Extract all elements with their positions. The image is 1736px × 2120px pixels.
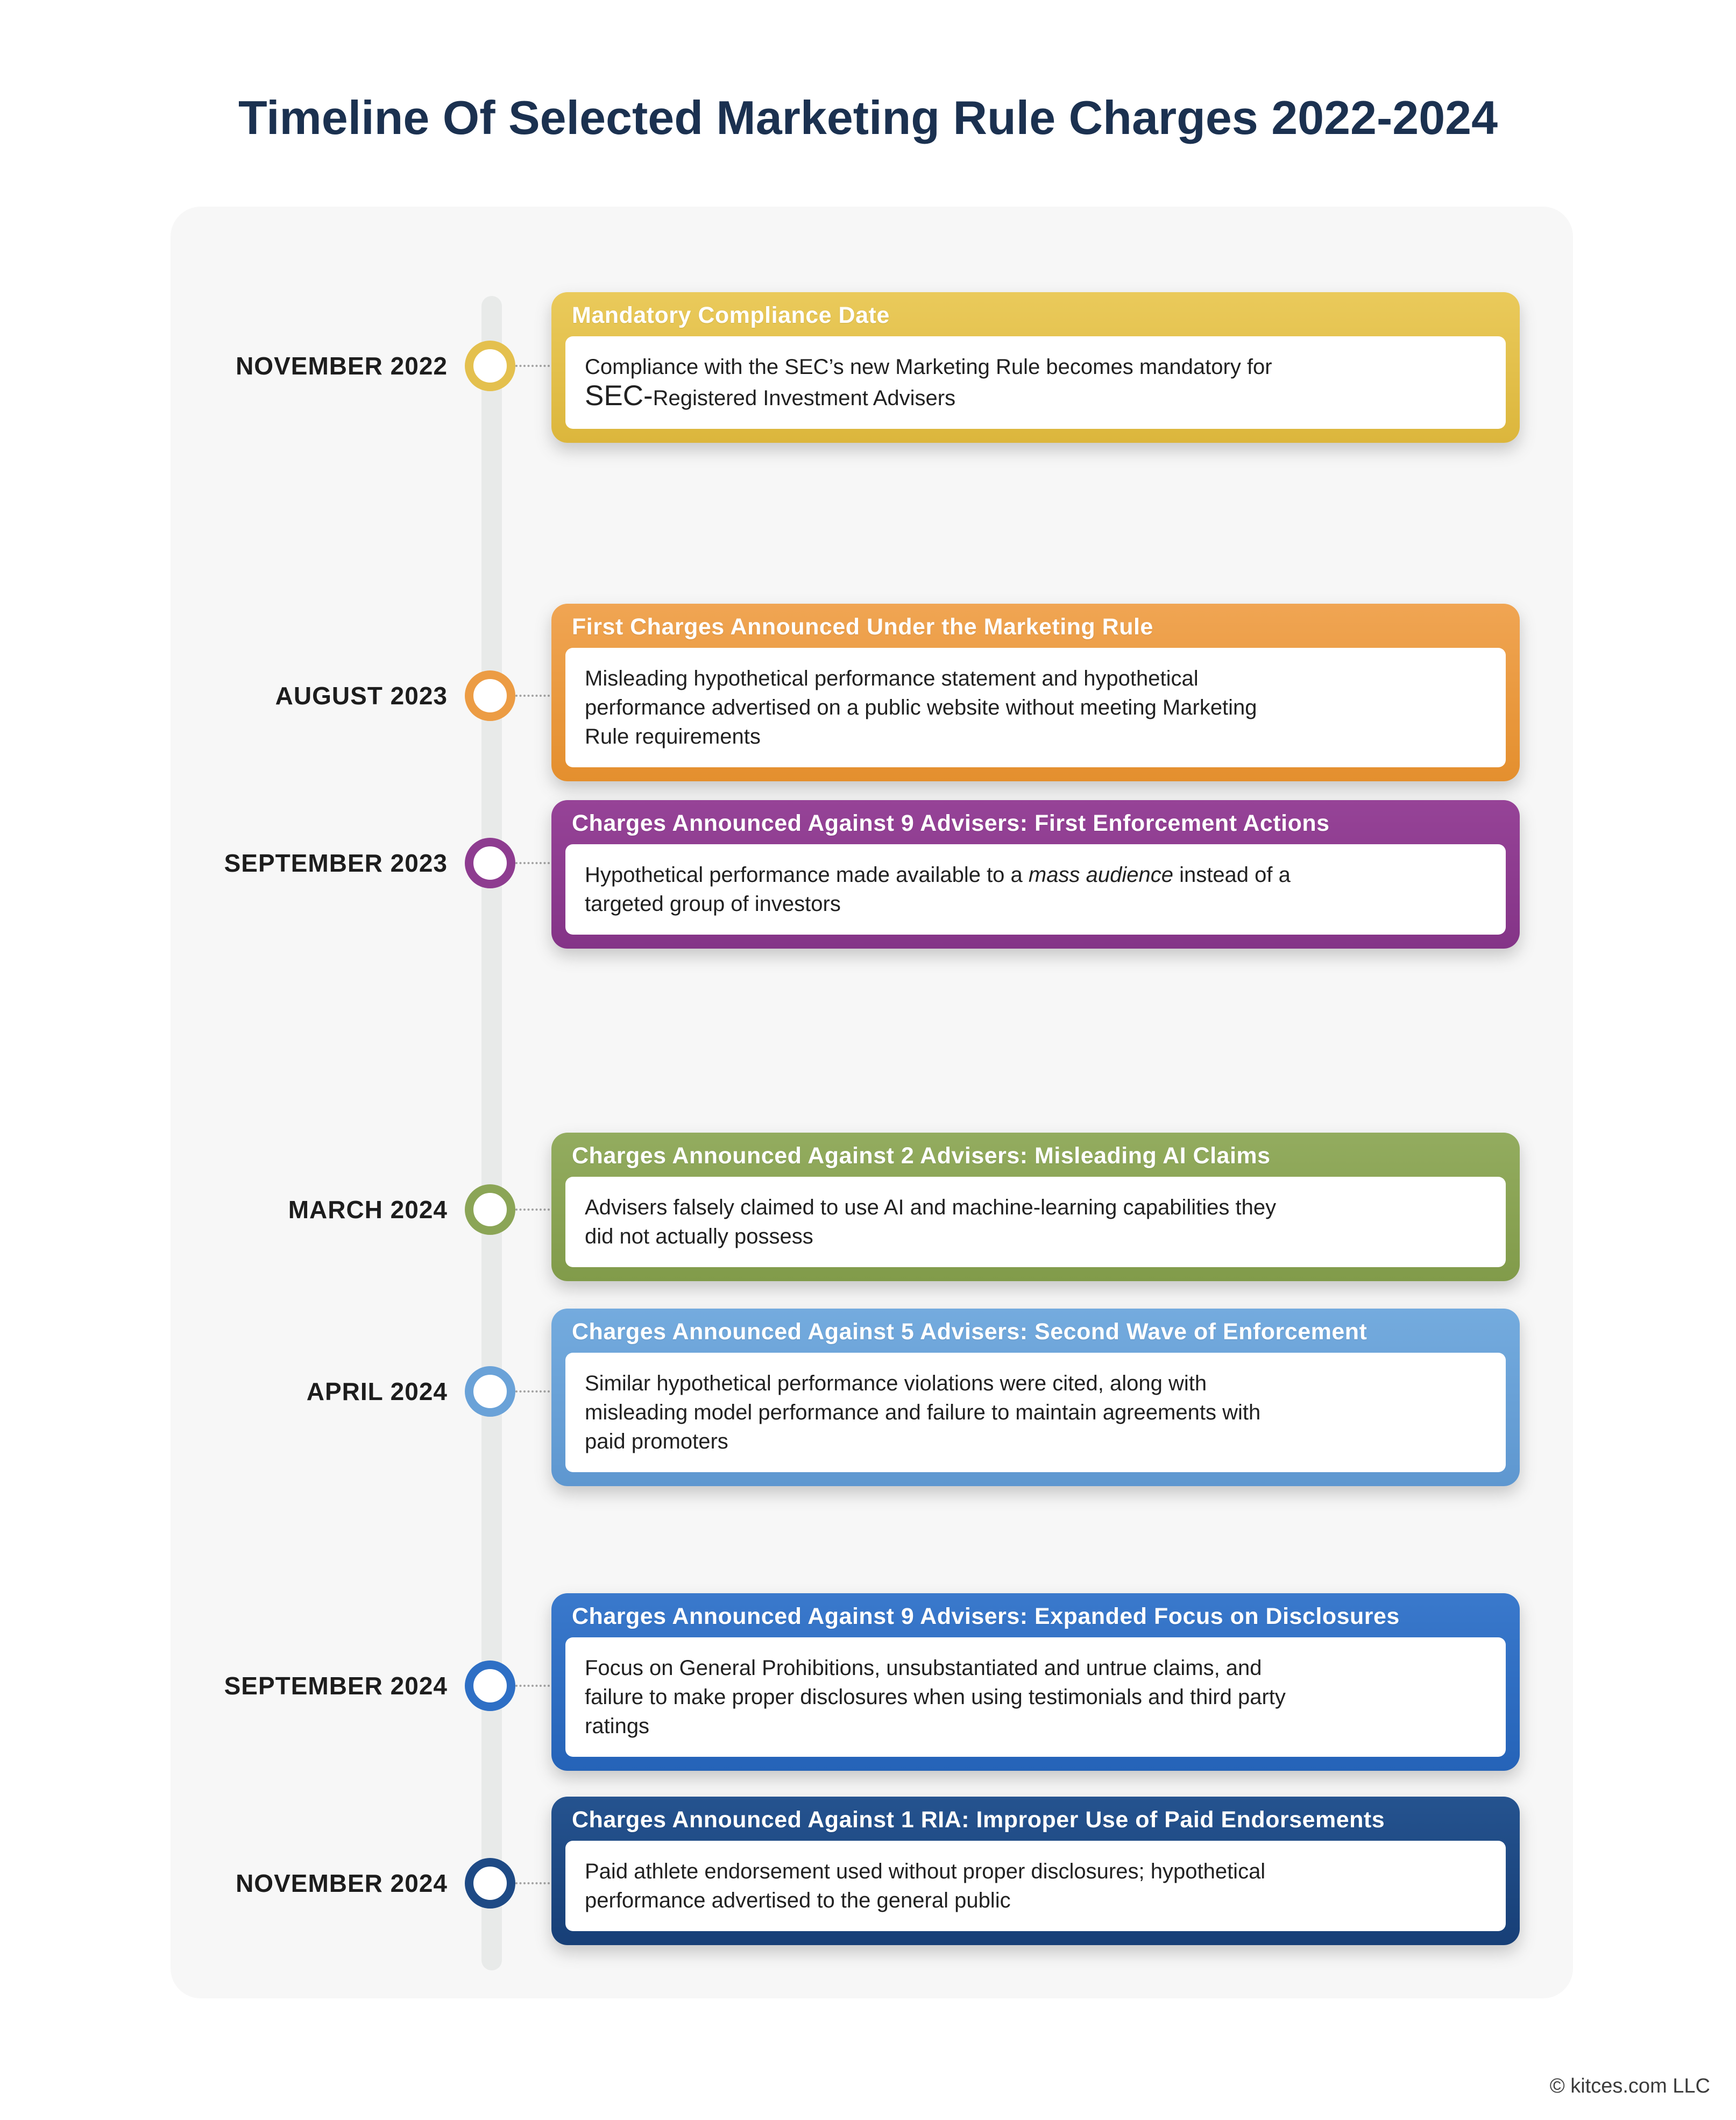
copyright-footer: © kitces.com LLC: [1549, 2075, 1710, 2097]
timeline-panel: [171, 207, 1573, 1998]
page-title: Timeline Of Selected Marketing Rule Char…: [238, 91, 1498, 144]
timeline-vertical-bar: [481, 296, 502, 1970]
